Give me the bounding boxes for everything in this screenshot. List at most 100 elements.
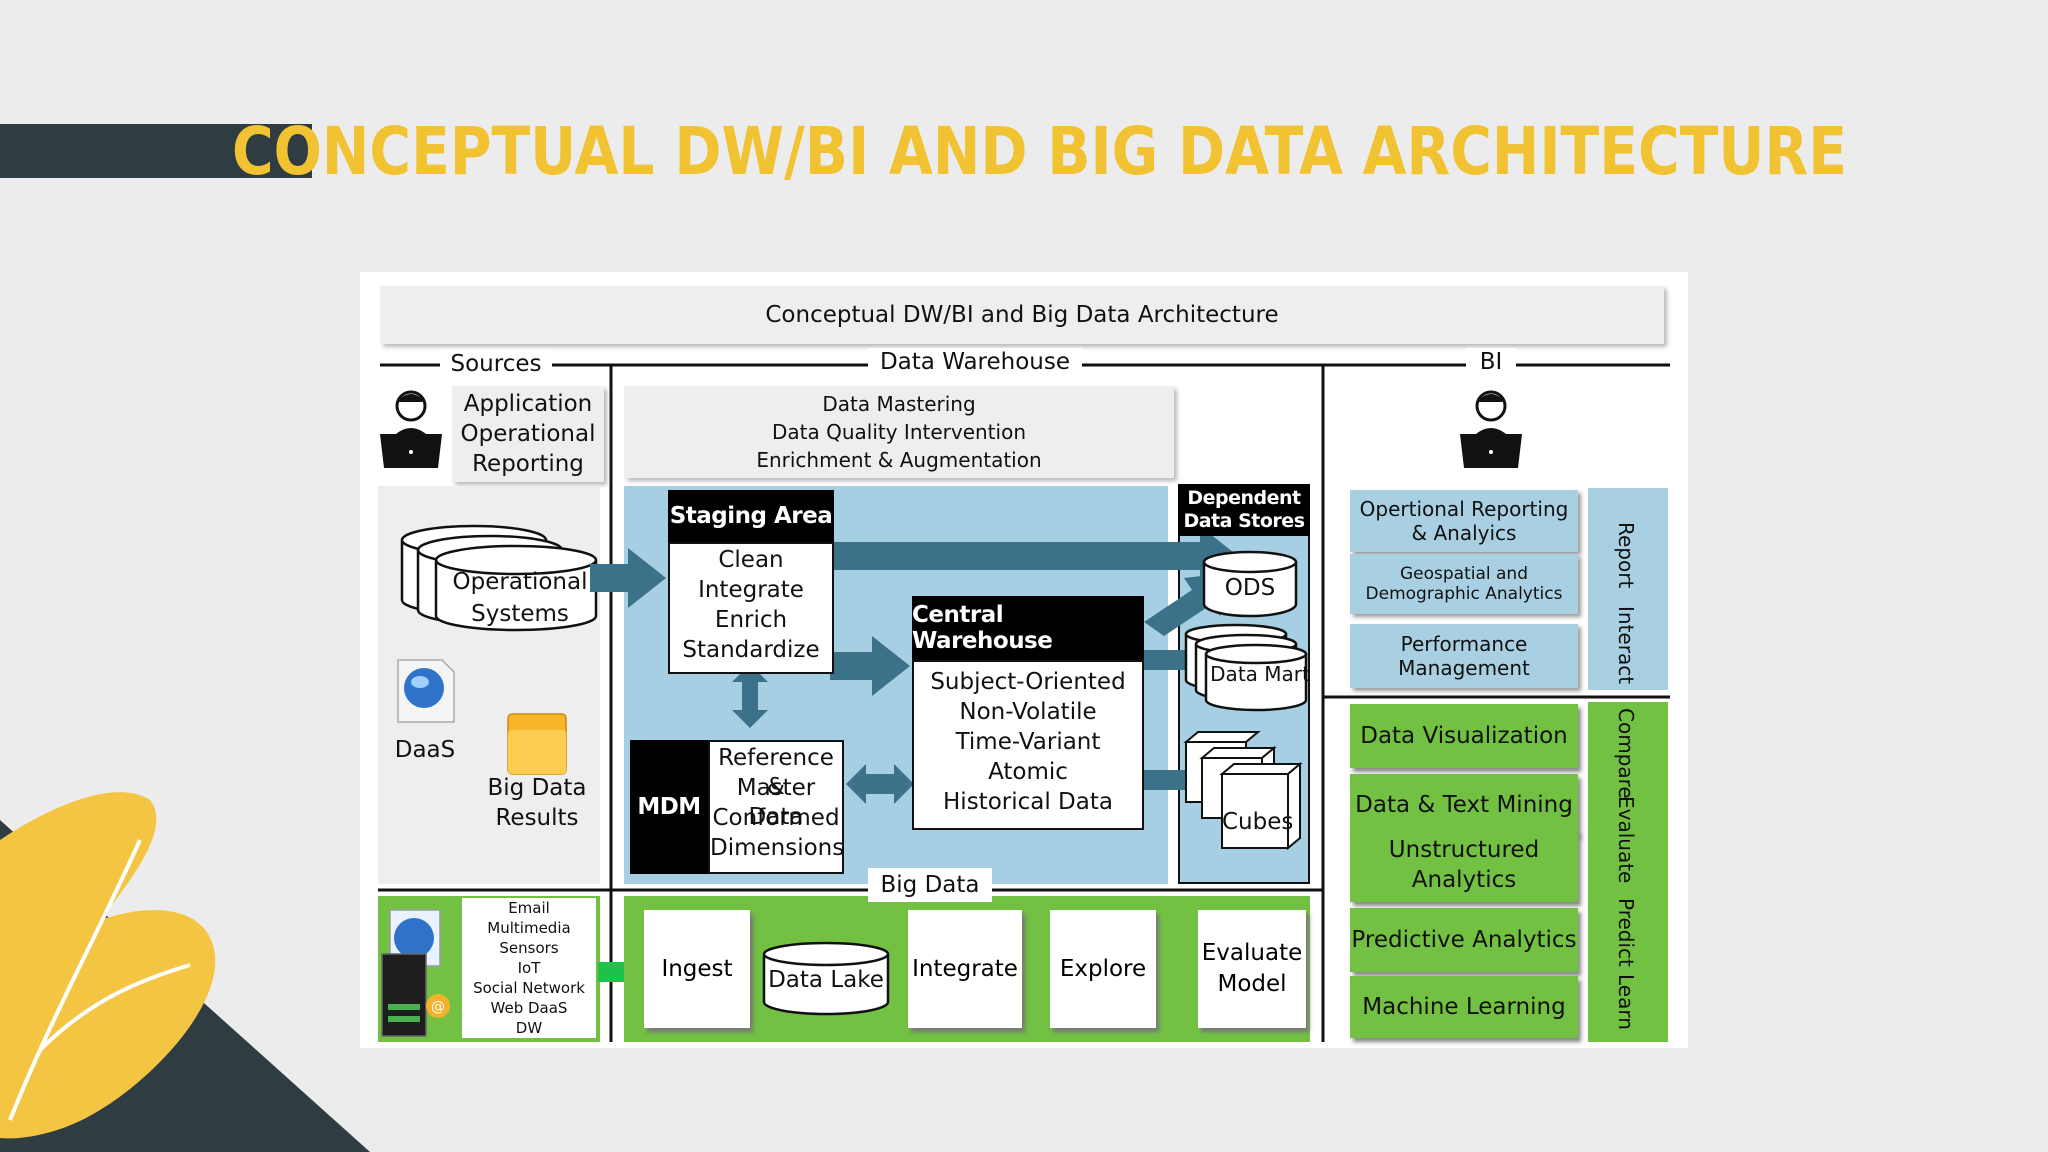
svg-text:@: @ xyxy=(431,999,445,1015)
dependent-stores-title-line-1: Dependent xyxy=(1187,487,1301,510)
bi-side-report: Report xyxy=(1614,522,1638,589)
app-reporting-line-1: Application xyxy=(463,391,593,417)
arrow-staging-mdm xyxy=(732,664,768,728)
globe-document-icon xyxy=(397,659,455,723)
bi-green-side-panel xyxy=(1588,702,1668,1042)
yellow-leaf-shape xyxy=(0,792,216,1139)
data-lake-label: Data Lake xyxy=(768,967,884,993)
mdm-item-master-data: Master Data xyxy=(736,775,816,830)
source-multimedia: Multimedia xyxy=(487,919,571,937)
mdm-label: MDM xyxy=(630,740,708,874)
data-mastering-box: Data Mastering Data Quality Intervention… xyxy=(624,386,1174,478)
title-accent-bar xyxy=(0,124,312,178)
operational-systems-line-1: Operational xyxy=(452,569,588,595)
bi-blue-2-line-1: Geospatial and xyxy=(1399,564,1528,584)
bi-item-data-text-mining: Data & Text Mining xyxy=(1350,774,1578,836)
bi-item-geospatial: Geospatial and Demographic Analytics xyxy=(1350,554,1578,614)
staging-item-enrich: Enrich xyxy=(714,607,788,633)
mastering-line-2: Data Quality Intervention xyxy=(771,420,1026,444)
dependent-stores-title-line-2: Data Stores xyxy=(1183,510,1306,532)
mdm-item-reference: Reference & xyxy=(718,745,834,800)
daas-label: DaaS xyxy=(394,737,456,763)
bi-side-learn: Learn xyxy=(1614,974,1638,1030)
evaluate-model-box: Evaluate Model xyxy=(1198,910,1306,1028)
bi-side-compare: Compare xyxy=(1614,708,1638,799)
app-reporting-line-3: Reporting xyxy=(472,451,584,477)
staging-area-title: Staging Area xyxy=(668,490,834,542)
architecture-diagram: Conceptual DW/BI and Big Data Architectu… xyxy=(360,272,1688,1048)
bi-item-data-visualization: Data Visualization xyxy=(1350,704,1578,768)
staging-item-clean: Clean xyxy=(718,547,784,573)
user-laptop-icon xyxy=(380,390,442,468)
bi-blue-2-line-2: Demographic Analytics xyxy=(1365,584,1563,604)
ods-database-icon xyxy=(1202,550,1298,618)
sources-label: Sources xyxy=(440,350,552,379)
bi-side-interact: Interact xyxy=(1614,606,1638,685)
leaf-vein xyxy=(38,963,191,1052)
bi-side-predict: Predict xyxy=(1614,898,1638,967)
bi-green-3-line-2: Analytics xyxy=(1411,867,1517,893)
bi-item-predictive-analytics: Predictive Analytics xyxy=(1350,908,1578,972)
bi-green-3-line-1: Unstructured xyxy=(1388,837,1540,864)
evaluate-line: Evaluate xyxy=(1201,939,1303,966)
central-item-atomic: Atomic xyxy=(988,759,1068,785)
bi-item-machine-learning: Machine Learning xyxy=(1350,976,1578,1038)
central-warehouse-box: Subject-Oriented Non-Volatile Time-Varia… xyxy=(912,660,1144,830)
bi-item-unstructured-analytics: Unstructured Analytics xyxy=(1350,830,1578,902)
central-item-time-variant: Time-Variant xyxy=(955,729,1101,755)
bi-label: BI xyxy=(1466,348,1516,377)
cubes-icon xyxy=(1183,731,1303,851)
bi-blue-3-line-2: Management xyxy=(1398,656,1530,680)
mastering-line-3: Enrichment & Augmentation xyxy=(756,448,1042,472)
bi-user-laptop-icon xyxy=(1460,390,1522,468)
big-data-results-line-1: Big Data xyxy=(487,775,587,801)
central-item-subject-oriented: Subject-Oriented xyxy=(930,669,1126,695)
arrow-staging-to-ods xyxy=(830,526,1238,586)
app-reporting-box: Application Operational Reporting xyxy=(452,386,604,482)
staging-item-standardize: Standardize xyxy=(682,637,820,663)
integrate-box: Integrate xyxy=(908,910,1022,1028)
bi-blue-3-line-1: Performance xyxy=(1400,632,1528,656)
dependent-stores-title: Dependent Data Stores xyxy=(1178,484,1310,536)
bi-item-operational-reporting: Opertional Reporting & Analyics xyxy=(1350,490,1578,552)
database-icon xyxy=(400,524,598,632)
decorative-leaf xyxy=(0,792,370,1152)
operational-systems-line-2: Systems xyxy=(471,601,569,627)
source-web-daas: Web DaaS xyxy=(490,999,568,1017)
source-email: Email xyxy=(508,899,550,917)
mastering-line-1: Data Mastering xyxy=(822,392,976,416)
staging-area-box: Clean Integrate Enrich Standardize xyxy=(668,542,834,674)
data-lake-icon xyxy=(762,941,890,1016)
arrow-staging-to-central xyxy=(830,636,910,696)
bi-item-performance-management: Performance Management xyxy=(1350,624,1578,688)
diagram-lines xyxy=(378,363,1670,1042)
source-sensors: Sensors xyxy=(499,939,559,957)
bi-blue-1-line-1: Opertional Reporting xyxy=(1359,497,1569,521)
slide-title: CONCEPTUAL DW/BI AND BIG DATA ARCHITECTU… xyxy=(232,113,1847,190)
app-reporting-line-2: Operational xyxy=(460,421,596,447)
bi-side-evaluate: Evaluate xyxy=(1614,796,1638,884)
diagram-header-text: Conceptual DW/BI and Big Data Architectu… xyxy=(765,301,1279,328)
server-globe-icon: @ xyxy=(381,909,450,1037)
arrow-sources-to-staging xyxy=(590,548,666,608)
mdm-item-dimensions: Dimensions xyxy=(710,835,845,861)
model-line: Model xyxy=(1217,971,1287,997)
diagram-header: Conceptual DW/BI and Big Data Architectu… xyxy=(380,286,1664,344)
mdm-box: Reference & Master Data Conformed Dimens… xyxy=(708,740,844,874)
leaf-vein xyxy=(8,839,142,1121)
big-data-label: Big Data xyxy=(868,868,992,902)
source-iot: IoT xyxy=(517,959,541,977)
source-dw: DW xyxy=(515,1019,543,1037)
bi-blue-side-panel xyxy=(1588,488,1668,690)
arrow-mdm-central xyxy=(846,764,914,804)
ingest-box: Ingest xyxy=(644,910,750,1028)
folder-icon xyxy=(507,713,567,775)
data-warehouse-label: Data Warehouse xyxy=(868,348,1082,377)
cubes-label: Cubes xyxy=(1222,809,1294,835)
big-data-results-line-2: Results xyxy=(495,805,579,831)
explore-box: Explore xyxy=(1050,910,1156,1028)
source-social-network: Social Network xyxy=(473,979,585,997)
mdm-item-conformed: Conformed xyxy=(712,805,840,831)
data-mart-label: Data Mart xyxy=(1210,662,1310,686)
central-warehouse-title: Central Warehouse xyxy=(912,596,1144,660)
